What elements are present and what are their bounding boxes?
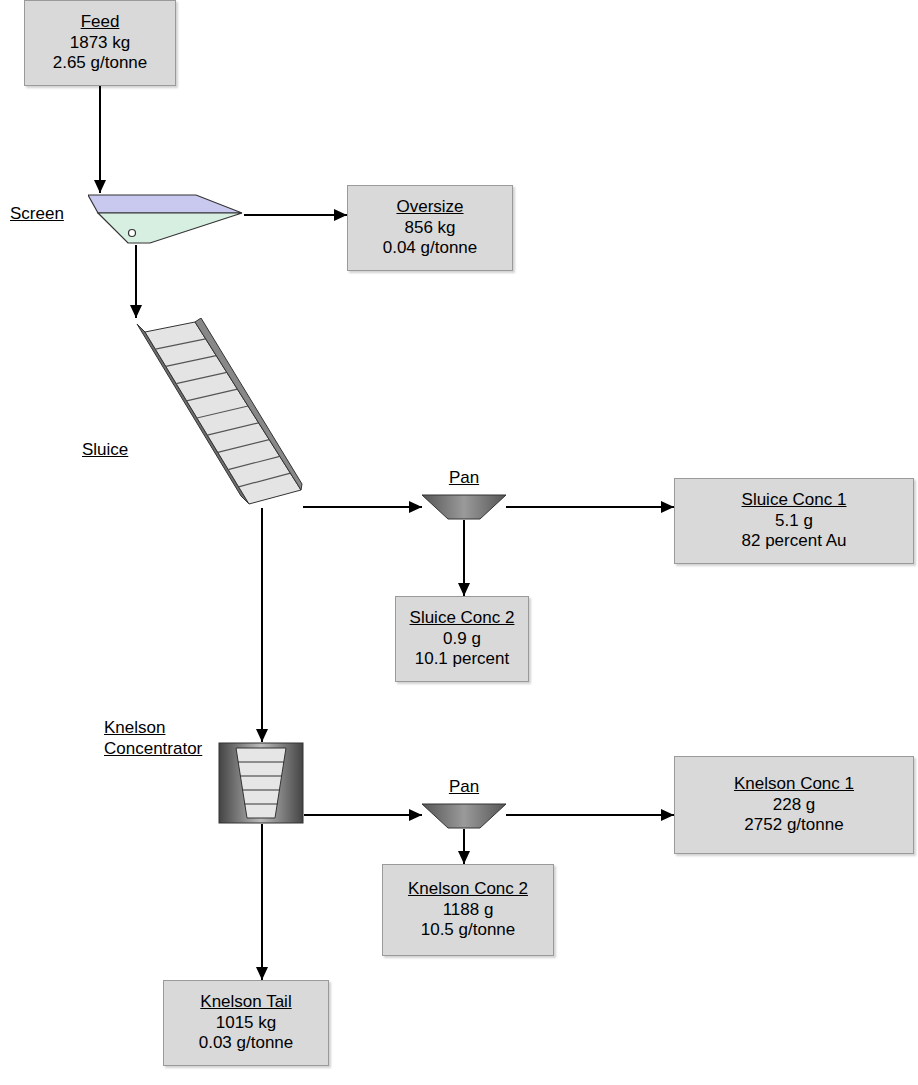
flow-arrow xyxy=(99,86,101,193)
stream-name: Oversize xyxy=(396,197,463,218)
stream-value: 82 percent Au xyxy=(742,531,847,552)
stream-value: 5.1 g xyxy=(775,511,813,532)
product-box: Knelson Tail1015 kg0.03 g/tonne xyxy=(163,980,329,1066)
screen-symbol xyxy=(88,193,244,245)
equipment-label: Screen xyxy=(10,204,64,225)
flow-arrow xyxy=(135,245,137,318)
flow-arrow xyxy=(506,814,674,816)
knelson-symbol xyxy=(218,742,304,824)
flow-arrow xyxy=(506,506,674,508)
product-box: Knelson Conc 21188 g10.5 g/tonne xyxy=(382,864,554,956)
stream-value: 2.65 g/tonne xyxy=(53,53,148,74)
flow-arrow xyxy=(261,824,263,980)
stream-name: Knelson Conc 1 xyxy=(734,774,854,795)
equipment-label: Pan xyxy=(422,468,506,489)
flow-arrow xyxy=(303,506,422,508)
stream-value: 1015 kg xyxy=(216,1013,277,1034)
pan-unit: Pan xyxy=(422,803,506,829)
stream-value: 0.03 g/tonne xyxy=(199,1033,294,1054)
stream-value: 10.5 g/tonne xyxy=(421,920,516,941)
sluice-unit: Sluice xyxy=(135,318,303,508)
knelson-unit: Knelson Concentrator xyxy=(218,742,304,824)
pan-symbol xyxy=(422,494,506,520)
equipment-label: Knelson Concentrator xyxy=(104,718,208,759)
flow-arrow xyxy=(463,520,465,596)
stream-name: Feed xyxy=(81,12,120,33)
equipment-label: Pan xyxy=(422,777,506,798)
flow-arrow xyxy=(304,814,422,816)
stream-name: Sluice Conc 2 xyxy=(410,608,515,629)
stream-name: Sluice Conc 1 xyxy=(742,490,847,511)
flow-arrow xyxy=(463,829,465,864)
flow-arrow xyxy=(261,508,263,742)
screen-unit: Screen xyxy=(88,193,244,245)
stream-value: 1188 g xyxy=(443,900,494,921)
pan-unit: Pan xyxy=(422,494,506,520)
pan-symbol xyxy=(422,803,506,829)
stream-value: 856 kg xyxy=(404,218,455,239)
product-box: Sluice Conc 15.1 g82 percent Au xyxy=(674,478,914,564)
stream-value: 0.9 g xyxy=(443,629,481,650)
stream-value: 1873 kg xyxy=(70,33,131,54)
stream-value: 2752 g/tonne xyxy=(744,815,843,836)
stream-value: 228 g xyxy=(773,795,816,816)
stream-name: Knelson Tail xyxy=(200,992,291,1013)
flow-arrow xyxy=(244,214,347,216)
product-box: Sluice Conc 20.9 g10.1 percent xyxy=(395,596,529,682)
stream-name: Knelson Conc 2 xyxy=(408,879,528,900)
stream-value: 0.04 g/tonne xyxy=(383,238,478,259)
product-box: Oversize856 kg0.04 g/tonne xyxy=(347,185,513,271)
stream-value: 10.1 percent xyxy=(415,649,510,670)
product-box: Feed1873 kg2.65 g/tonne xyxy=(24,0,176,86)
product-box: Knelson Conc 1228 g2752 g/tonne xyxy=(674,756,914,854)
equipment-label: Sluice xyxy=(82,440,128,461)
sluice-symbol xyxy=(135,318,303,508)
